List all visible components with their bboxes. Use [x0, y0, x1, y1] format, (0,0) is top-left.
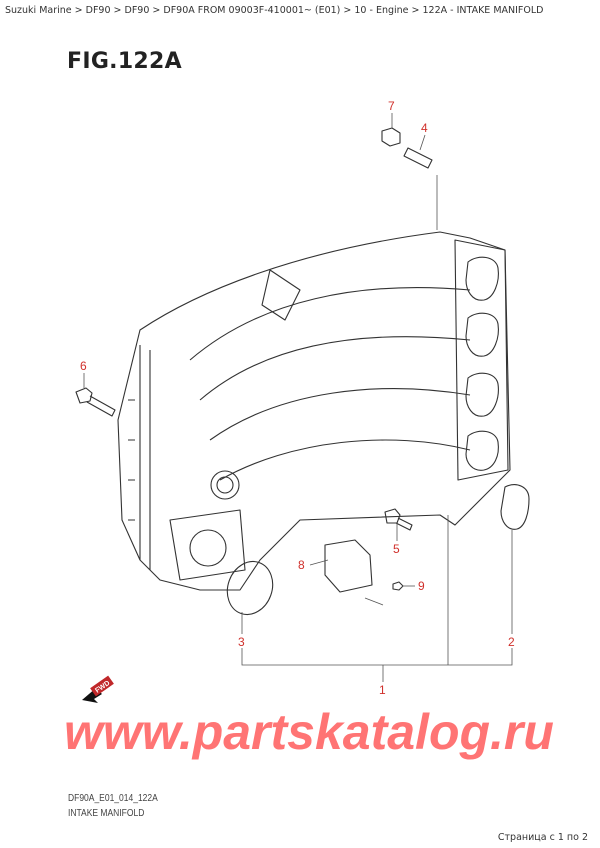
watermark: www.partskatalog.ru — [64, 704, 554, 760]
breadcrumb[interactable]: Suzuki Marine > DF90 > DF90 > DF90A FROM… — [5, 5, 544, 16]
bolt-part-6 — [75, 387, 116, 417]
figure-title: FIG.122A — [67, 49, 182, 74]
callout-4[interactable]: 4 — [421, 121, 428, 135]
o-ring-part-3 — [226, 560, 274, 616]
bolt-part-5 — [384, 508, 413, 531]
callout-2[interactable]: 2 — [508, 635, 515, 649]
callout-8[interactable]: 8 — [298, 558, 305, 572]
page-indicator: Страница с 1 по 2 — [497, 832, 588, 843]
callout-9[interactable]: 9 — [418, 579, 425, 593]
nut-part-7 — [381, 127, 401, 147]
callout-3[interactable]: 3 — [238, 635, 245, 649]
callout-5[interactable]: 5 — [393, 542, 400, 556]
callout-6[interactable]: 6 — [80, 359, 87, 373]
sensor-part-8 — [324, 539, 373, 593]
intake-manifold — [117, 231, 511, 591]
callout-1[interactable]: 1 — [379, 683, 386, 697]
screw-part-9 — [392, 581, 404, 591]
fwd-label: FWD — [94, 680, 111, 695]
drawing-code: DF90A_E01_014_122A — [68, 793, 158, 804]
callout-7[interactable]: 7 — [388, 99, 395, 113]
drawing-name: INTAKE MANIFOLD — [68, 808, 145, 819]
gasket-part-2 — [500, 484, 530, 530]
fwd-arrow-icon: FWD — [82, 675, 114, 703]
stud-part-4 — [403, 147, 433, 169]
